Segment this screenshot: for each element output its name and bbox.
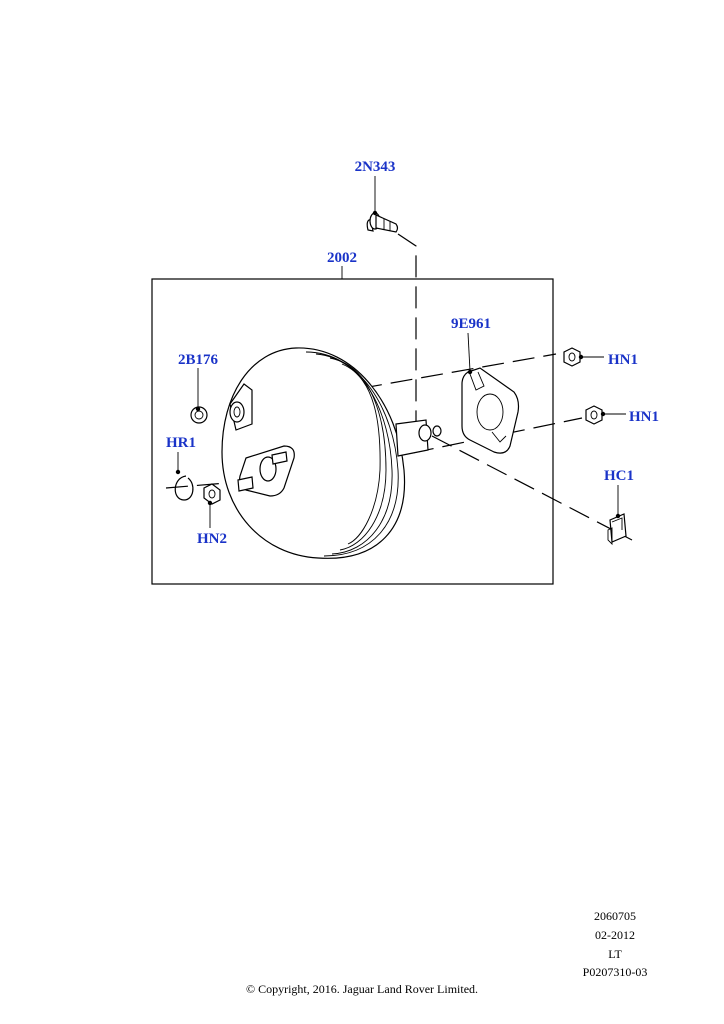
assembly-lines (165, 233, 633, 541)
clip-part (607, 513, 627, 546)
copyright-notice: © Copyright, 2016. Jaguar Land Rover Lim… (245, 982, 479, 996)
gasket-part (461, 367, 520, 454)
callout-label-nut-lower-right: HN1 (629, 409, 659, 425)
bolt-part (366, 212, 399, 233)
callout-retaining-ring: HR1 (166, 435, 196, 475)
callout-bolt: 2N343 (355, 159, 396, 216)
nut-upper-right-part (563, 347, 581, 367)
retaining-ring-part (174, 475, 194, 501)
assembly-frame (151, 278, 554, 585)
callout-label-booster-assembly: 2002 (327, 250, 357, 266)
callout-booster-assembly: 2002 (327, 250, 357, 279)
callout-clip: HC1 (604, 468, 634, 519)
nut-lower-right-part (585, 405, 603, 425)
callout-label-nut-upper-right: HN1 (608, 352, 638, 368)
seal-part (190, 406, 208, 424)
callout-label-clip: HC1 (604, 468, 634, 484)
meta-code: 2060705 (594, 909, 636, 923)
callout-label-seal: 2B176 (178, 352, 219, 368)
callout-label-bolt: 2N343 (355, 159, 396, 175)
callout-nut-lower-right: HN1 (600, 409, 659, 425)
callout-nut-upper-right: HN1 (578, 352, 638, 368)
callout-nut-lower-left: HN2 (197, 500, 227, 547)
callout-seal: 2B176 (178, 352, 219, 412)
callout-label-gasket: 9E961 (451, 316, 491, 332)
meta-region: LT (608, 947, 622, 961)
meta-illustration-id: P0207310-03 (582, 965, 648, 979)
nut-lower-left-part (203, 483, 221, 505)
callout-gasket: 9E961 (451, 316, 491, 375)
meta-date: 02-2012 (595, 928, 635, 942)
callout-label-retaining-ring: HR1 (166, 435, 196, 451)
booster-body (221, 347, 442, 559)
callout-label-nut-lower-left: HN2 (197, 531, 227, 547)
